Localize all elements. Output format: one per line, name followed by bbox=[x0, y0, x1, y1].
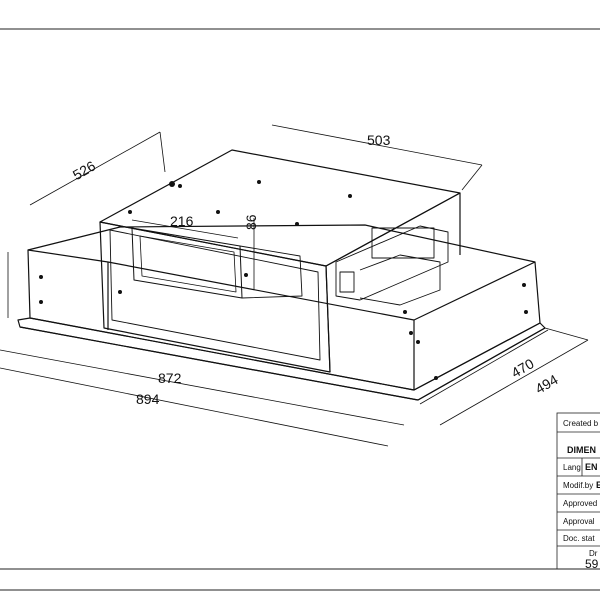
dim-894: 894 bbox=[136, 391, 160, 407]
tb-modif-label: Modif.by bbox=[563, 481, 593, 490]
dim-86: 86 bbox=[243, 214, 259, 230]
tb-lang-label: Lang bbox=[563, 463, 581, 472]
tb-title: DIMEN bbox=[567, 445, 596, 455]
sheet-border bbox=[0, 28, 600, 591]
dim-470: 470 bbox=[508, 355, 536, 381]
tb-doc-state-label: Doc. stat bbox=[563, 534, 595, 543]
tb-approved-label: Approved bbox=[563, 499, 597, 508]
dim-503: 503 bbox=[367, 132, 391, 148]
tb-drawing-number: 59 bbox=[585, 557, 599, 571]
dim-526: 526 bbox=[70, 157, 98, 183]
tb-lang-value: EN bbox=[585, 462, 598, 472]
dimension-lines bbox=[0, 124, 589, 447]
dim-216: 216 bbox=[170, 213, 194, 229]
tb-approval-label: Approval bbox=[563, 517, 595, 526]
screw-holes bbox=[39, 180, 528, 380]
tb-drawing-label: Dr bbox=[589, 549, 598, 558]
tb-modif-value: E bbox=[596, 480, 600, 490]
dim-494: 494 bbox=[532, 371, 560, 397]
hood-body bbox=[17, 149, 546, 401]
dim-872: 872 bbox=[158, 370, 182, 386]
tb-created-by: Created b bbox=[563, 419, 599, 428]
title-block bbox=[556, 412, 600, 570]
